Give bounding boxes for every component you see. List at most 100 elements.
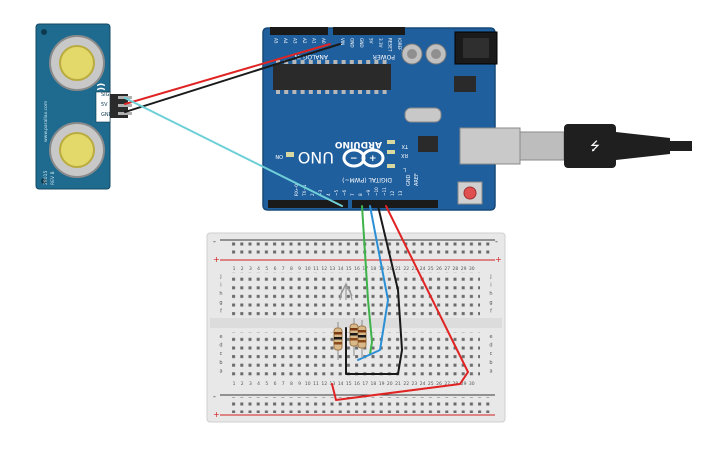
terminal-block-top[interactable] [230, 272, 480, 316]
aref-label: AREF [414, 173, 420, 186]
column-number: 18 [371, 266, 377, 272]
rail-plus-label-right: + [495, 255, 502, 264]
power-pin-label: 5V [369, 38, 374, 44]
on-label: ON [275, 153, 283, 159]
row-letter: e [219, 334, 222, 340]
rail-plus-label: + [213, 255, 220, 264]
wire-red-bb[interactable] [331, 205, 469, 401]
power-header[interactable] [333, 27, 405, 35]
usb-chip [418, 136, 438, 152]
row-letter: b [219, 360, 222, 366]
column-number: 27 [444, 266, 450, 272]
column-number: 5 [265, 266, 268, 272]
column-number: 13 [330, 266, 336, 272]
column-number: 24 [420, 266, 426, 272]
rail-minus-label: - [213, 237, 216, 246]
row-letter: e [489, 334, 492, 340]
usb-icon: ⭍ [590, 139, 600, 153]
column-number: 3 [249, 381, 252, 387]
digital-pin-label: ~3 [318, 189, 323, 196]
column-number: 2 [241, 266, 244, 272]
arduino-logo: − + [342, 148, 385, 168]
resistors [333, 318, 367, 360]
gnd-label: GND [406, 174, 412, 186]
column-number: 11 [313, 266, 319, 272]
row-letter: c [490, 351, 493, 357]
column-number: 4 [257, 381, 260, 387]
pin-gnd-label: GND [101, 112, 113, 118]
column-number: 21 [395, 266, 401, 272]
column-number: 17 [362, 381, 368, 387]
wire-ground-bb[interactable] [345, 205, 403, 375]
column-number: 26 [436, 266, 442, 272]
column-number: 27 [444, 381, 450, 387]
digital-pin-label: ~9 [366, 189, 371, 196]
wire-blue[interactable] [357, 205, 389, 361]
digital-header-high[interactable] [352, 200, 438, 208]
wire-5v[interactable] [124, 43, 331, 105]
analog-pin-label: A0 [321, 38, 326, 44]
column-number: 20 [387, 266, 393, 272]
row-letter: j [219, 274, 221, 280]
l-led [387, 164, 395, 168]
column-number: 26 [436, 381, 442, 387]
digital-pin-label: 7 [350, 193, 355, 196]
column-number: 28 [453, 266, 459, 272]
column-number: 7 [282, 381, 285, 387]
usb-port[interactable] [459, 127, 521, 165]
digital-pin-label: 2 [310, 193, 315, 196]
column-number: 4 [257, 266, 260, 272]
wire-signal[interactable] [124, 97, 343, 207]
rgb-led [339, 282, 353, 301]
resistor [357, 320, 367, 358]
arduino-brand: ARDUINO [334, 139, 382, 149]
column-number: 12 [321, 266, 327, 272]
power-pin-label: GND [350, 38, 355, 48]
column-number: 5 [265, 381, 268, 387]
row-letter: g [219, 300, 222, 306]
resistor [333, 322, 343, 360]
column-number: 8 [290, 381, 293, 387]
digital-pin-label: RX←0 [294, 184, 299, 196]
column-number: 30 [469, 381, 475, 387]
sensor-model: 28015 [43, 171, 49, 185]
column-number: 23 [412, 381, 418, 387]
digital-pin-label: ~11 [382, 187, 387, 196]
column-number: 19 [379, 381, 385, 387]
column-number: 18 [371, 381, 377, 387]
column-number: 8 [290, 266, 293, 272]
column-number: 2 [241, 381, 244, 387]
power-pin-label: 3.3V [378, 38, 383, 48]
row-letter: b [489, 360, 492, 366]
row-letter: f [220, 308, 222, 314]
top-power-rail[interactable] [228, 242, 490, 258]
row-letter: c [220, 351, 223, 357]
rail-minus-label-bottom: - [213, 392, 216, 401]
row-letter: i [490, 283, 491, 289]
center-channel [210, 318, 502, 328]
column-number: 10 [305, 266, 311, 272]
usb-plug[interactable] [564, 124, 616, 168]
digital-header-low[interactable] [268, 200, 348, 208]
power-label: POWER [373, 53, 395, 60]
wire-green[interactable] [361, 205, 373, 355]
analog-header[interactable] [270, 27, 328, 35]
svg-text:−: − [350, 154, 358, 164]
row-letter: h [489, 291, 492, 297]
tx-label: TX [401, 143, 409, 149]
column-number: 11 [313, 381, 319, 387]
row-letter: j [489, 274, 491, 280]
row-letter: g [489, 300, 492, 306]
column-number: 15 [346, 266, 352, 272]
column-number: 12 [321, 381, 327, 387]
sensor-brand: www.parallax.com [43, 101, 49, 142]
digital-label: DIGITAL (PWM~) [342, 176, 392, 183]
wire-gnd[interactable] [124, 43, 341, 113]
pin-sig-label: SIG [101, 92, 110, 98]
column-number: 15 [346, 381, 352, 387]
column-number: 6 [274, 381, 277, 387]
bottom-power-rail[interactable] [228, 397, 490, 413]
